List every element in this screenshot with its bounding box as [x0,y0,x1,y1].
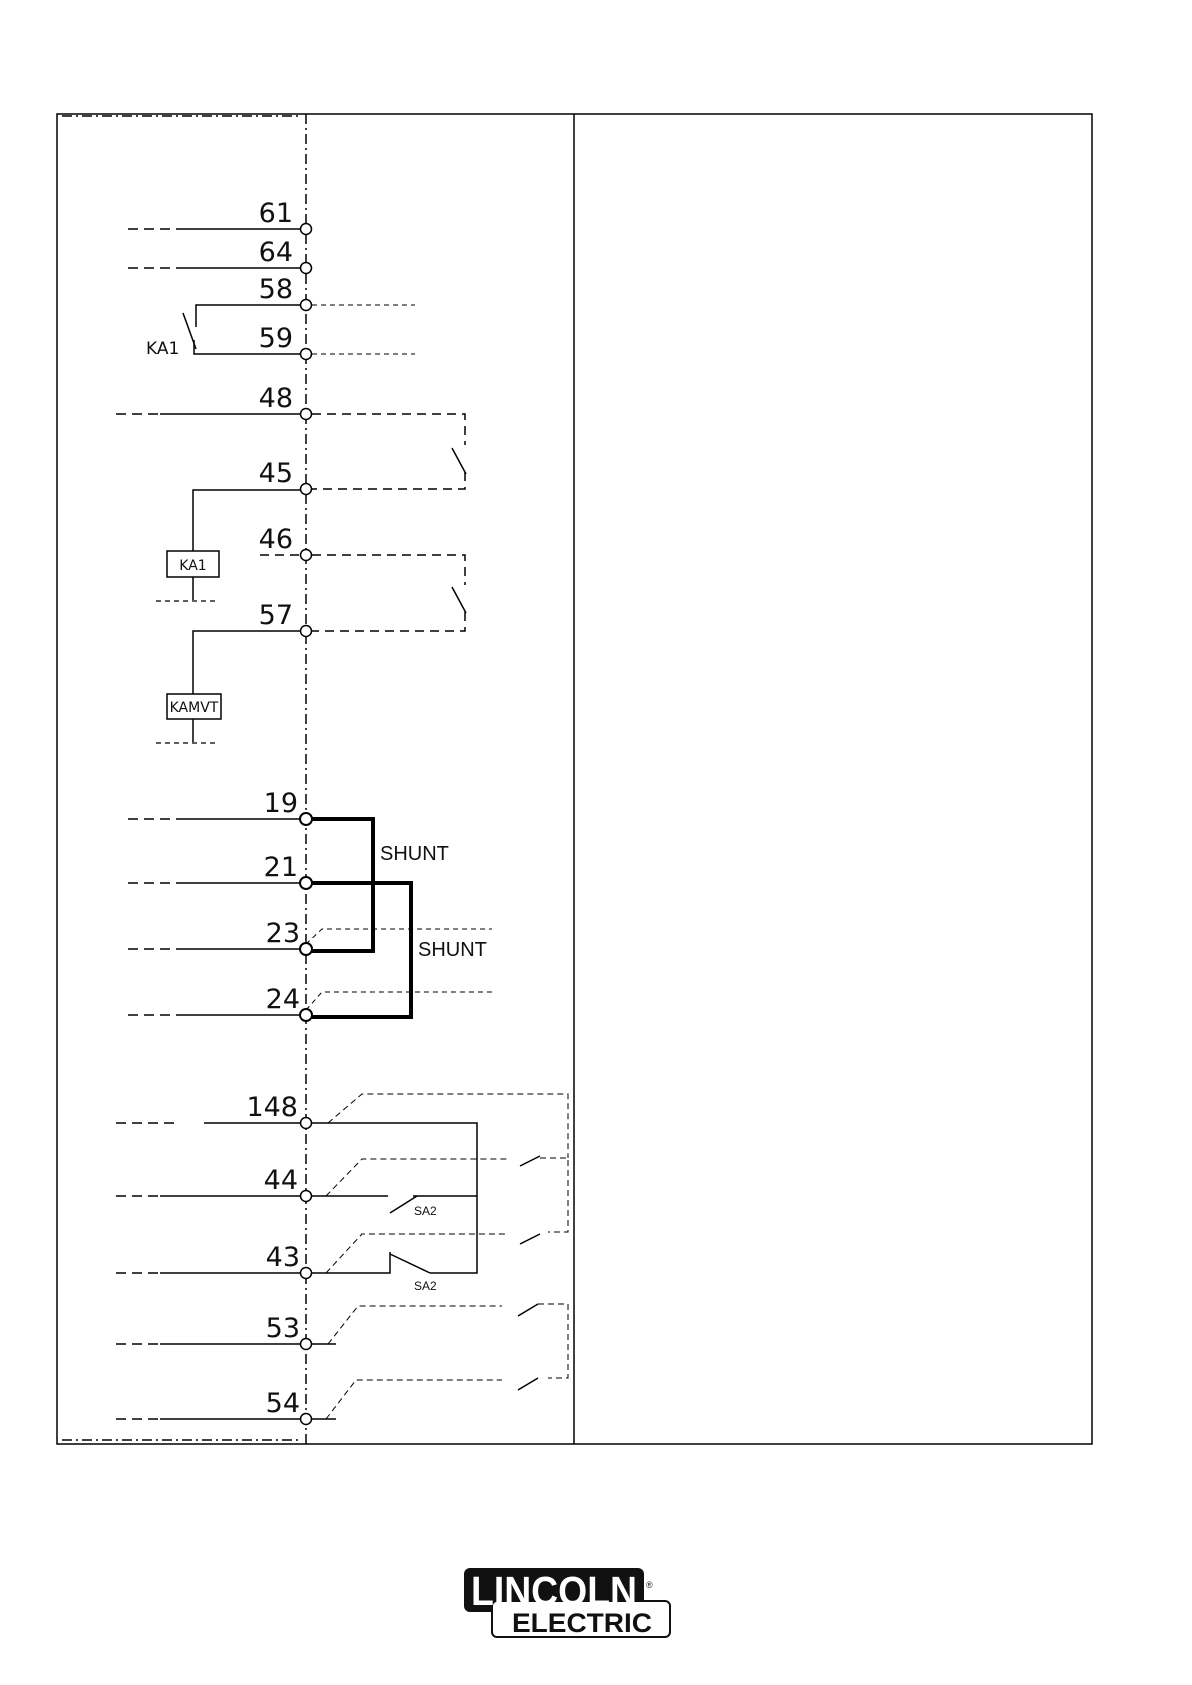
terminal-label-19: 19 [264,788,298,819]
lincoln-electric-logo: LINCOLN ELECTRIC ® [464,1568,670,1638]
terminal-59 [301,349,312,360]
terminal-44 [301,1191,312,1202]
terminal-label-44: 44 [264,1165,298,1196]
kamvt-coil-label: KAMVT [170,700,219,716]
terminal-label-45: 45 [259,458,293,489]
terminal-54 [301,1414,312,1425]
terminal-label-59: 59 [259,323,293,354]
terminal-label-148: 148 [246,1092,298,1123]
terminal-64 [301,263,312,274]
logo-registered-mark: ® [646,1580,653,1590]
shunt-label-2: SHUNT [418,939,487,961]
terminal-label-43: 43 [266,1242,300,1273]
sa2-label-lower: SA2 [414,1279,437,1293]
terminal-58 [301,300,312,311]
shunt-label-1: SHUNT [380,843,449,865]
terminal-label-61: 61 [259,198,293,229]
terminal-21 [300,877,312,889]
terminal-label-58: 58 [259,274,293,305]
terminal-23 [300,943,312,955]
terminal-label-53: 53 [266,1313,300,1344]
terminal-57 [301,626,312,637]
terminal-label-57: 57 [259,600,293,631]
terminal-label-46: 46 [259,524,293,555]
terminal-24 [300,1009,312,1021]
sa2-label-upper: SA2 [414,1204,437,1218]
terminal-43 [301,1268,312,1279]
terminal-45 [301,484,312,495]
ka1-coil-label: KA1 [179,558,206,574]
terminal-48 [301,409,312,420]
terminal-strip: 61 64 58 59 48 45 46 57 19 21 23 24 148 44 43 53 54 [246,198,312,1425]
terminal-label-54: 54 [266,1388,300,1419]
terminal-label-64: 64 [259,237,293,268]
terminal-label-24: 24 [266,984,300,1015]
logo-bottom-text: ELECTRIC [512,1608,652,1638]
terminal-53 [301,1339,312,1350]
terminal-label-23: 23 [266,918,300,949]
terminal-148 [301,1118,312,1129]
terminal-19 [300,813,312,825]
terminal-61 [301,224,312,235]
wires-lower [116,1094,568,1419]
ka1-contact-label: KA1 [146,339,179,359]
terminal-label-21: 21 [264,852,298,883]
terminal-label-48: 48 [259,383,293,414]
terminal-46 [301,550,312,561]
